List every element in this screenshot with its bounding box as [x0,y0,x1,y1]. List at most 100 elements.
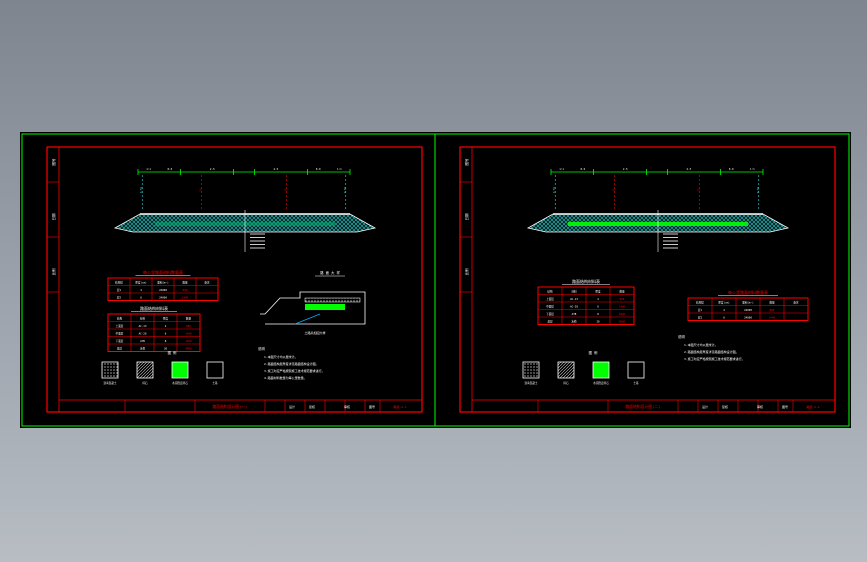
notes-line: 2.路面结构层厚度详见路面结构设计图。 [684,349,739,354]
sheet-border [459,146,836,413]
title-block-field: 复核 [309,404,315,409]
dimension-label: 1:1 [337,167,342,171]
dimension-label: 2.5 [686,167,691,171]
material-table-cell: 4 [597,297,599,301]
title-block-field: 设计 [289,404,295,409]
dimension-label: 1:1 [146,167,151,171]
material-table-cell: 1920 [185,339,192,343]
quantity-table-header-cell: 面积(m²) [742,300,754,304]
quantity-table-header-cell: 厚度(cm) [135,280,147,284]
station-label: 2% [283,188,287,192]
notes-line: 3.施工时应严格按照施工技术规范要求进行。 [264,368,325,373]
detail-title: 路 面 大 样 [320,270,340,275]
legend-swatch [136,361,154,379]
quantity-table-frame [107,277,219,301]
title-block-field: 设计 [702,404,708,409]
material-table-cell: 1920 [619,312,626,316]
legend-swatch [592,361,610,379]
notes-line: 1.本图尺寸均以厘米计。 [264,354,298,359]
material-table-header-cell: 材料 [140,316,146,320]
title-block-field: 复核 [722,404,728,409]
notes-line: 3.施工时应严格按照施工技术规范要求进行。 [684,356,745,361]
legend-label: 土基 [212,381,218,385]
quantity-table-title: 每公里路面材料数量表 [728,289,768,295]
material-table-cell: 20 [164,346,168,350]
legend-swatch [101,361,119,379]
material-table-cell: 中面层 [116,331,124,335]
legend-swatch [522,361,540,379]
station-label: 2% [612,188,616,192]
side-strip [459,146,473,413]
legend-title: 图 例 [168,350,177,355]
material-table-cell: 上面层 [546,297,554,301]
quantity-table-header-cell: 结构层 [115,280,123,284]
legend-label: 水泥稳定碎石 [593,381,609,385]
material-table-cell: 下面层 [546,312,554,316]
material-table-cell: 20 [596,319,600,323]
quantity-table-cell: 960 [770,308,775,312]
quantity-table-header-cell: 面积(m²) [157,280,169,284]
legend-swatch [206,361,224,379]
material-table-cell: 水稳 [571,319,577,323]
title-block-field: 图号 [369,404,375,409]
side-label: 图号 [51,158,56,165]
material-table-header-cell: 结构 [117,316,123,320]
station-label: 2% [696,188,700,192]
dimension-label: 8.0 [316,167,321,171]
quantity-table-cell: 24000 [159,295,167,299]
material-table-cell: AC-20 [139,331,147,335]
material-table-cell: 上面层 [116,324,124,328]
station-label: 0.5% [552,186,556,193]
station-label: 0.5% [139,186,143,193]
quantity-table-header-cell: 数量 [769,300,775,304]
material-table-cell: 4800 [185,346,192,350]
detail-outline [260,291,366,325]
notes-line: 1.本图尺寸均以厘米计。 [684,342,718,347]
dimension-label: 2.5 [210,167,215,171]
quantity-table-cell: 24000 [744,315,752,319]
material-table-header-cell: 厚度 [163,316,169,320]
station-label: 0.5% [343,186,347,193]
material-table-cell: 基层 [547,319,553,323]
notes-title: 说明 [678,334,685,339]
quantity-table-cell: 层1 [117,288,122,292]
title-block-title: 路面结构设计图(一) [213,404,248,409]
title-block-field: 图号 [782,404,788,409]
material-table-cell: ATB [140,339,145,343]
material-table-cell: 基层 [117,346,123,350]
quantity-table-cell: 24000 [744,308,752,312]
legend-title: 图 例 [589,350,598,355]
material-table-cell: 6 [597,304,599,308]
material-table-cell: 8 [597,312,599,316]
dimension-label: 1:1 [559,167,564,171]
material-table-cell: 1440 [185,331,192,335]
material-table-cell: 960 [620,297,625,301]
quantity-table-title: 每公里路面材料数量表 [143,269,183,275]
quantity-table-cell: 24000 [159,288,167,292]
side-strip [46,146,60,413]
side-label: 比例 [51,268,56,276]
side-label: 日期 [464,213,469,221]
legend-label: 沥青混凝土 [104,381,117,385]
detail-leader [294,313,321,325]
legend-label: 水泥稳定碎石 [172,381,188,385]
detail-surface-layer [304,297,361,303]
quantity-table-cell: 层1 [698,308,703,312]
legend-swatch [627,361,645,379]
dimension-label: 8.0 [580,167,585,171]
material-table-cell: 4 [165,324,167,328]
legend-swatch [557,361,575,379]
material-table-cell: 中面层 [546,304,554,308]
material-table-title: 路面结构材料表 [572,278,600,284]
material-table-header-cell: 厚度 [595,289,601,293]
material-table-header-cell: 材料 [571,289,577,293]
notes-title: 说明 [258,346,265,351]
side-label: 图号 [464,158,469,166]
title-block-field: 路施-2-1 [393,404,406,409]
dimension-label: 2.5 [273,167,278,171]
quantity-table-header-cell: 备注 [793,300,799,304]
legend-label: 碎石 [563,381,569,385]
